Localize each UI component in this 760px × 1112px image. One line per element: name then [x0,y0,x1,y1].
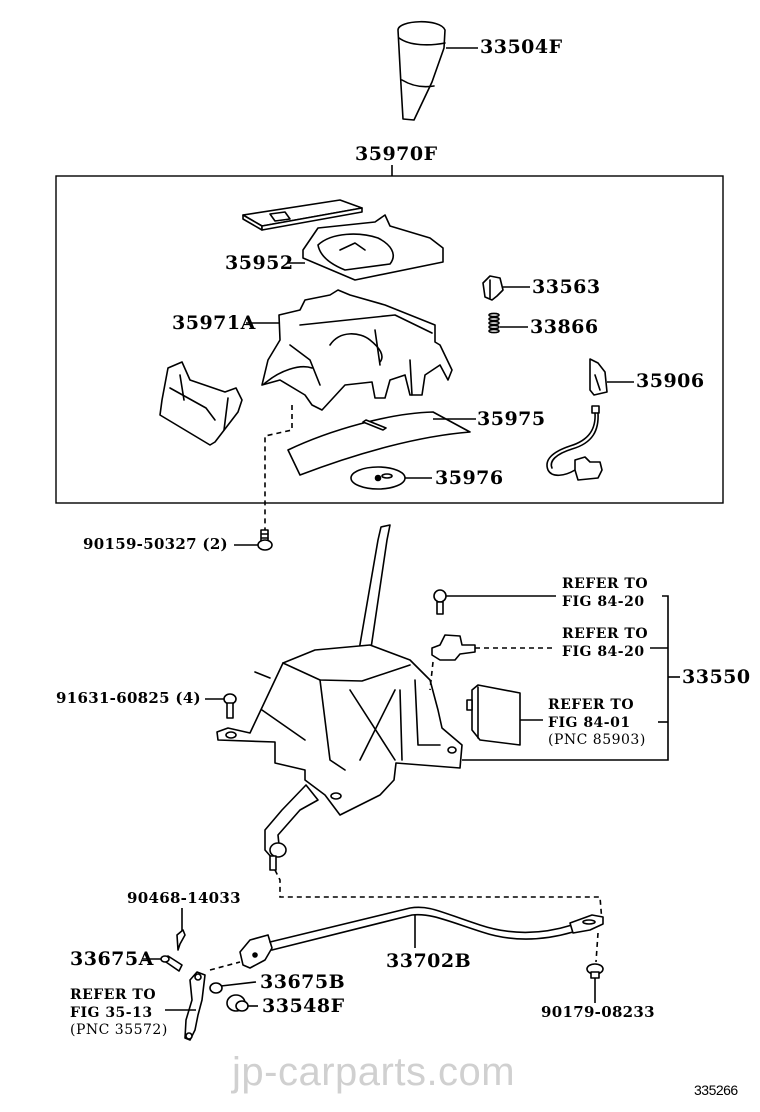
label-bushing[interactable]: 33548F [262,995,345,1017]
label-bulb-holder[interactable]: 35906 [636,370,705,392]
position-indicator-housing-part[interactable] [261,289,453,411]
control-rod-part[interactable] [239,906,604,969]
reference-line1: REFER TO [562,576,649,592]
pin-b-part[interactable] [209,982,223,994]
bracket-fig84-20-part[interactable] [431,634,476,661]
washer-disc-part[interactable] [350,466,406,490]
leader-33675B [220,981,257,987]
reference-line2: FIG 84-01 [548,714,631,731]
reference-line3: (PNC 35572) [70,1022,168,1038]
shift-lever-body-part[interactable] [216,524,463,871]
label-housing-cover[interactable]: 35970F [355,143,438,165]
label-position-indicator-housing[interactable]: 35971A [172,312,256,334]
bracket-33550 [462,595,669,761]
reference-fig-84-20-a[interactable]: REFER TO FIG 84-20 [562,576,648,611]
bulb-holder-part[interactable] [589,358,608,396]
figure-number: 335266 [694,1082,738,1098]
reference-line2: FIG 84-20 [562,643,645,660]
label-control-rod[interactable]: 33702B [386,950,472,972]
reference-fig-84-01[interactable]: REFER TO FIG 84-01 (PNC 85903) [548,697,646,750]
label-screw-upper[interactable]: 90159-50327 (2) [83,535,228,553]
lock-button-part[interactable] [482,275,504,301]
label-washer-disc[interactable]: 35976 [435,467,504,489]
reference-line1: REFER TO [548,697,635,713]
indicator-cover-plate-part[interactable] [242,199,363,231]
dashed-bracket-guide [429,661,434,691]
reference-line2: FIG 35-13 [70,1004,153,1021]
label-shift-knob[interactable]: 33504F [480,36,563,58]
reference-line2: FIG 84-20 [562,593,645,610]
bulb-wire-harness-part[interactable] [546,405,603,481]
bolt-lower-part[interactable] [223,693,237,719]
label-lock-button[interactable]: 33563 [532,276,601,298]
label-indicator-plate[interactable]: 35952 [225,252,294,274]
reference-line1: REFER TO [562,626,649,642]
label-clip[interactable]: 90468-14033 [127,889,241,907]
label-spring[interactable]: 33866 [530,316,599,338]
bolt-fig84-20-part[interactable] [433,589,447,615]
screw-upper-part[interactable] [257,529,273,551]
label-nut[interactable]: 90179-08233 [541,1003,655,1021]
label-shift-lever-assy[interactable]: 33550 [682,666,751,688]
dashed-guide-lever-rod [209,961,241,971]
housing-bracket-part[interactable] [159,361,243,446]
dashed-guide-rod [274,869,603,923]
nut-part[interactable] [586,963,604,979]
pin-a-part[interactable] [160,955,183,972]
control-module-part[interactable] [466,684,521,746]
spring-part[interactable] [488,312,500,334]
reference-line1: REFER TO [70,987,157,1003]
label-pin-a[interactable]: 33675A [70,948,154,970]
slide-plate-part[interactable] [287,411,471,476]
select-lever-part[interactable] [184,971,206,1041]
indicator-plate-part[interactable] [302,214,444,281]
reference-fig-35-13[interactable]: REFER TO FIG 35-13 (PNC 35572) [70,987,168,1040]
reference-line3: (PNC 85903) [548,732,646,748]
reference-fig-84-20-b[interactable]: REFER TO FIG 84-20 [562,626,648,661]
clip-part[interactable] [176,929,186,951]
watermark: jp-carparts.com [232,1050,516,1094]
dashed-guide-nut [595,932,599,963]
label-slide-plate[interactable]: 35975 [477,408,546,430]
shift-knob-part[interactable] [397,20,446,121]
label-pin-b[interactable]: 33675B [260,971,346,993]
label-bolt-lower[interactable]: 91631-60825 (4) [56,689,201,707]
bushing-part[interactable] [226,994,249,1012]
assembly-frame-35970F [55,175,724,504]
dashed-guide-housing-screw [264,405,293,535]
